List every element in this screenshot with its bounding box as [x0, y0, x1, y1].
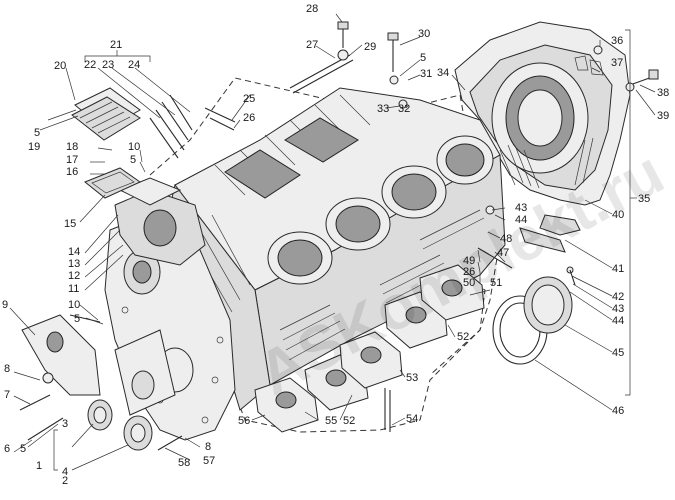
callout-27: 27 — [306, 39, 318, 51]
callout-24: 24 — [128, 59, 140, 71]
callout-22: 22 — [84, 59, 96, 71]
callout-28: 28 — [306, 3, 318, 15]
callout-14: 14 — [68, 246, 80, 258]
callout-44-b: 44 — [612, 315, 624, 327]
callout-30: 30 — [418, 28, 430, 40]
callout-38: 38 — [657, 87, 669, 99]
callout-33: 33 — [377, 103, 389, 115]
callout-15: 15 — [64, 218, 76, 230]
callout-58: 58 — [178, 457, 190, 469]
callout-13: 13 — [68, 258, 80, 270]
callout-52-a: 52 — [457, 331, 469, 343]
callout-43-a: 43 — [515, 202, 527, 214]
callout-5-d: 5 — [34, 127, 40, 139]
callout-44-a: 44 — [515, 214, 527, 226]
callout-49: 49 — [463, 255, 475, 267]
callout-18: 18 — [66, 141, 78, 153]
callout-36: 36 — [611, 35, 623, 47]
callout-11: 11 — [68, 283, 79, 295]
callout-12: 12 — [68, 270, 80, 282]
callout-48: 48 — [500, 233, 512, 245]
callout-9: 9 — [2, 299, 8, 311]
callout-2: 2 — [62, 475, 68, 487]
callout-1: 1 — [36, 460, 42, 472]
callout-26-b: 26 — [463, 266, 475, 278]
callout-5-b: 5 — [74, 313, 80, 325]
callout-53: 53 — [406, 372, 418, 384]
callout-41: 41 — [612, 263, 624, 275]
timing-gear-housing — [84, 167, 206, 266]
callout-45: 45 — [612, 347, 624, 359]
callout-5-c: 5 — [130, 154, 136, 166]
rear-seals — [477, 205, 576, 365]
callout-29: 29 — [364, 41, 376, 53]
studs — [149, 94, 193, 159]
breather-cover — [71, 87, 141, 141]
callout-40: 40 — [612, 209, 624, 221]
callout-26-a: 26 — [243, 112, 255, 124]
callout-39: 39 — [657, 110, 669, 122]
callout-42: 42 — [612, 291, 624, 303]
leader-lines — [9, 13, 656, 471]
callout-23: 23 — [102, 59, 114, 71]
callout-50: 50 — [463, 277, 475, 289]
callout-46: 46 — [612, 405, 624, 417]
callout-34: 34 — [437, 67, 449, 79]
callout-55: 55 — [325, 415, 337, 427]
callout-56: 56 — [238, 415, 250, 427]
callout-5-a: 5 — [20, 443, 26, 455]
housing-bolts — [593, 45, 659, 92]
callout-3: 3 — [62, 418, 68, 430]
main-bearing-caps — [254, 264, 485, 433]
callout-52-b: 52 — [343, 415, 355, 427]
callout-10-b: 10 — [128, 141, 140, 153]
callout-19: 19 — [28, 141, 40, 153]
callout-35: 35 — [638, 193, 650, 205]
callout-37: 37 — [611, 57, 623, 69]
callout-47: 47 — [497, 247, 509, 259]
callout-32: 32 — [398, 103, 410, 115]
callout-21: 21 — [110, 39, 122, 51]
callout-8-b: 8 — [205, 441, 211, 453]
callout-7: 7 — [4, 389, 10, 401]
callout-labels: 1 2 3 4 5 6 7 8 9 10 5 11 12 13 14 15 16… — [2, 3, 669, 487]
callout-43-b: 43 — [612, 303, 624, 315]
callout-54: 54 — [406, 413, 418, 425]
callout-4: 4 — [62, 466, 68, 478]
callout-57: 57 — [203, 455, 215, 467]
callout-31: 31 — [420, 68, 432, 80]
cylinder-bores — [267, 135, 494, 285]
callout-8-a: 8 — [4, 363, 10, 375]
top-bolts — [204, 21, 408, 131]
callout-51: 51 — [490, 277, 502, 289]
callout-6: 6 — [4, 443, 10, 455]
callout-16: 16 — [66, 166, 78, 178]
front-seals-and-bolts — [19, 314, 183, 451]
callout-10-a: 10 — [68, 299, 80, 311]
callout-5-e: 5 — [420, 52, 426, 64]
callout-20: 20 — [54, 60, 66, 72]
callout-25: 25 — [243, 93, 255, 105]
flywheel-housing — [454, 21, 631, 236]
callout-17: 17 — [66, 154, 78, 166]
